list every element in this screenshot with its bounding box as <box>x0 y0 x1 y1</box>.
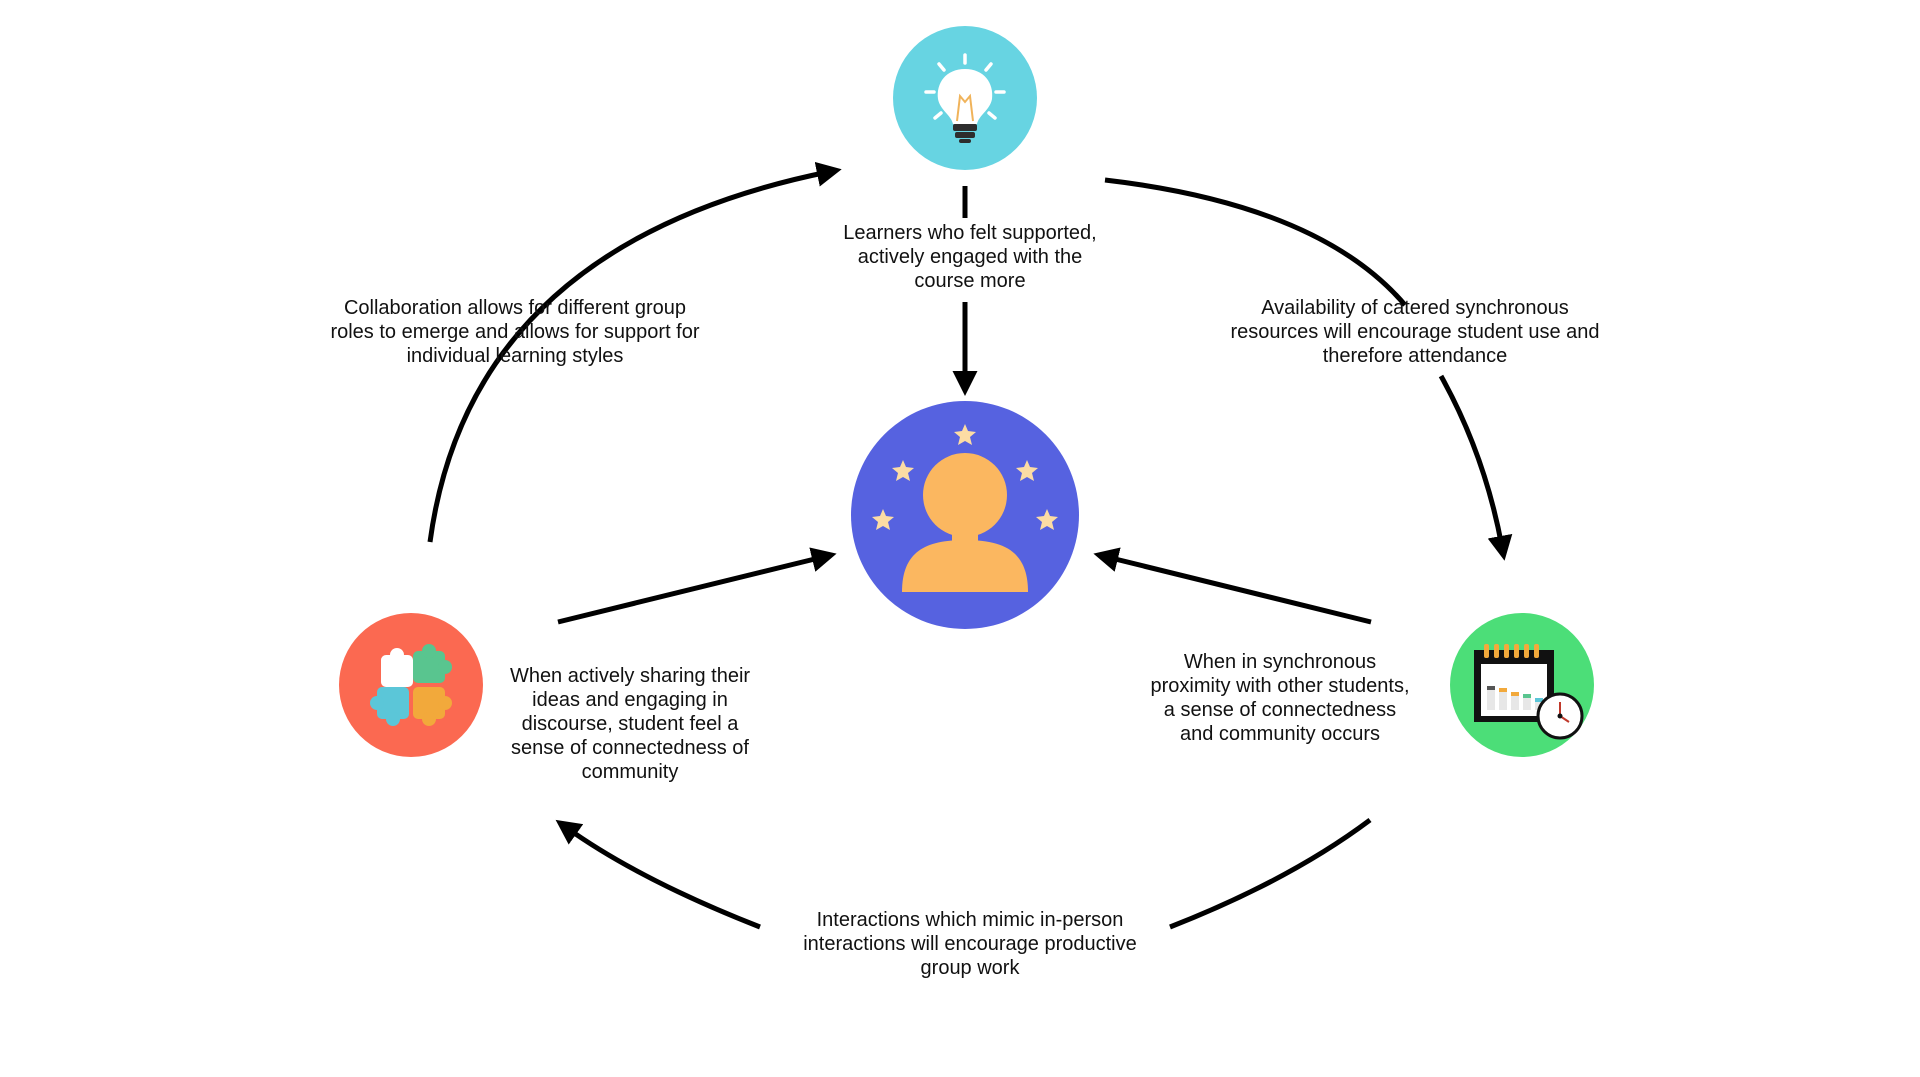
calendar-clock-icon <box>1474 644 1584 740</box>
person-with-stars-icon <box>872 424 1058 592</box>
puzzle-node <box>339 613 483 757</box>
label-supported-learners: Learners who felt supported, actively en… <box>843 222 1097 292</box>
star-icon <box>892 460 914 481</box>
person-node <box>851 401 1079 629</box>
arrow-left-to-top <box>427 161 842 543</box>
label-sharing-ideas: When actively sharing their ideas and en… <box>509 665 751 783</box>
star-icon <box>872 509 894 530</box>
star-icon <box>954 424 976 445</box>
arrow-top-to-right <box>1104 177 1407 307</box>
star-icon <box>1036 509 1058 530</box>
lightbulb-icon <box>924 53 1006 143</box>
schedule-node <box>1450 613 1594 757</box>
label-synchronous-proximity: When in synchronous proximity with other… <box>1150 651 1410 745</box>
puzzle-pieces-icon <box>370 644 452 726</box>
arrow-right-to-center <box>1093 547 1372 625</box>
star-icon <box>1016 460 1038 481</box>
label-interactions: Interactions which mimic in-person inter… <box>803 909 1137 979</box>
arrow-top-to-right-lower <box>1438 374 1513 561</box>
label-synchronous-resources: Availability of catered synchronous reso… <box>1230 297 1600 367</box>
lightbulb-node <box>893 26 1037 170</box>
label-collaboration: Collaboration allows for different group… <box>330 297 700 367</box>
arrow-bottom-to-left <box>555 819 761 930</box>
arrow-left-to-center <box>557 547 837 625</box>
arrow-right-to-bottom <box>1169 817 1372 930</box>
